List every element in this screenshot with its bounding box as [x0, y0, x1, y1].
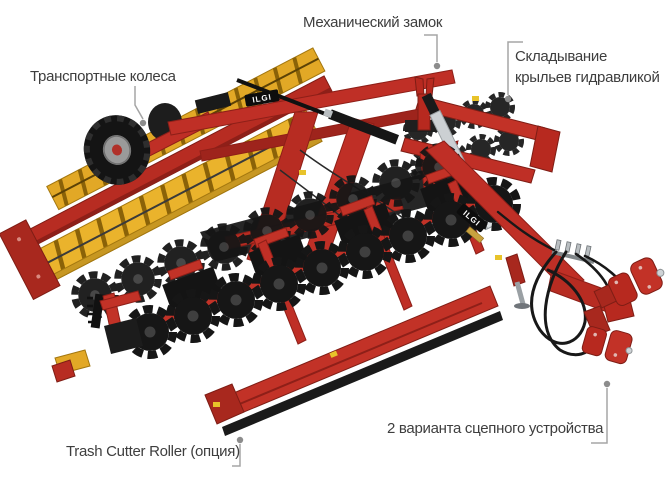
- mechanical-lock-part: [414, 76, 435, 131]
- corner-bracket: [87, 290, 143, 354]
- hitch-variant-upper: [593, 257, 665, 309]
- callout-dot-wing-folding: [504, 95, 512, 103]
- callout-dot-transport-wheels: [139, 119, 147, 127]
- label-wing-folding: Складывание крыльев гидравликой: [515, 48, 660, 86]
- parking-stand: [505, 253, 530, 309]
- roller-far-end: [51, 349, 91, 383]
- callout-dot-mechanical-lock: [433, 62, 441, 70]
- callout-line-transport-wheels: [134, 86, 144, 120]
- hitch-variant-lower: [581, 305, 633, 365]
- callout-dot-hitch-options: [603, 380, 611, 388]
- transport-wheel: [83, 115, 151, 185]
- brand-text: ILGI: [252, 92, 273, 104]
- brand-plate-top: ILGI: [244, 89, 280, 107]
- label-transport-wheels: Транспортные колеса: [30, 68, 176, 85]
- callout-line-wing-folding: [507, 41, 523, 95]
- label-mechanical-lock: Механический замок: [303, 14, 443, 31]
- callout-line-mechanical-lock: [424, 34, 438, 62]
- label-trash-cutter-roller: Trash Cutter Roller (опция): [66, 443, 240, 460]
- label-hitch-options: 2 варианта сцепного устройства: [387, 420, 604, 437]
- callout-line-hitch-options: [591, 388, 608, 444]
- callout-dot-trash-cutter: [236, 436, 244, 444]
- callout-line-trash-cutter: [232, 444, 241, 467]
- top-hydraulic-cylinder: [236, 78, 400, 145]
- trash-cutter-roller-bar: [204, 285, 503, 436]
